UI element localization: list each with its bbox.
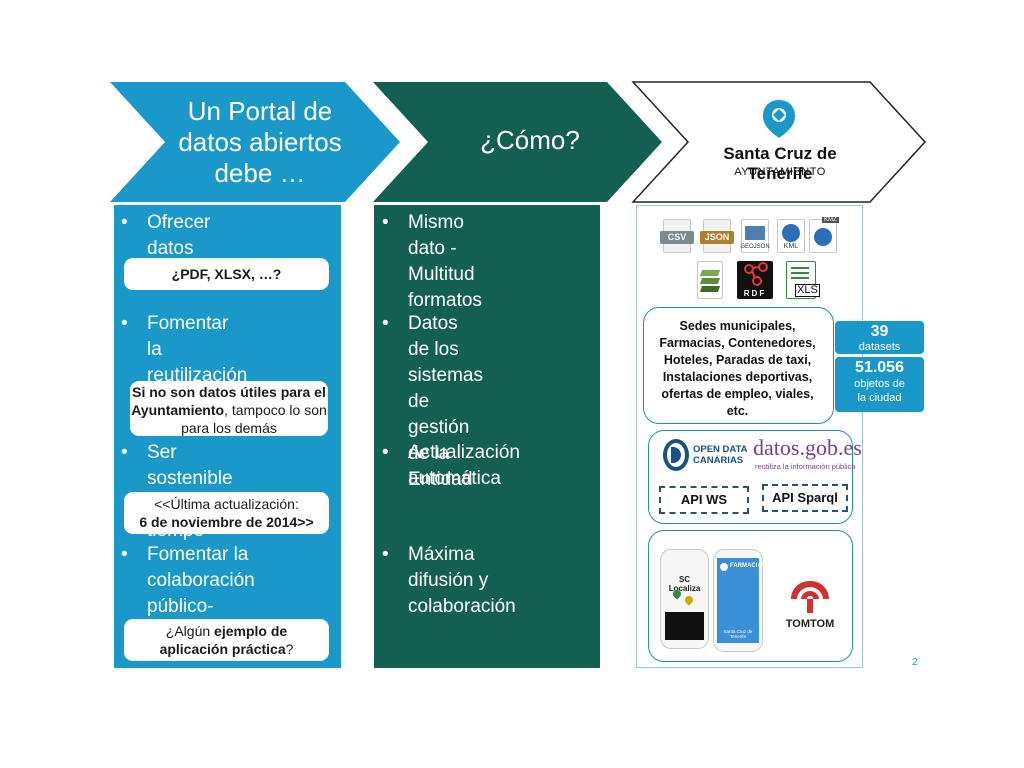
column-objectives: •Ofrecer datos “abiertos“ ¿PDF, XLSX, …?…: [114, 205, 341, 668]
datasets-list: Sedes municipales, Farmacias, Contenedor…: [659, 319, 816, 418]
kmz-file-icon: KMZ: [809, 217, 839, 253]
apps-panel: SC Localiza FARMACIAS Santa Cruz de Tene…: [648, 530, 853, 662]
header-chevrons: [110, 81, 927, 203]
api-ws-box: API WS: [659, 486, 749, 514]
santa-cruz-logo-icon: [763, 100, 795, 138]
note-usefulness: Si no son datos útiles para el Ayuntamie…: [130, 381, 328, 436]
json-file-icon: JSON: [700, 219, 734, 253]
chevron-white: [631, 81, 927, 203]
xls-file-icon: XLS: [786, 261, 820, 299]
page-number: 2: [912, 657, 918, 668]
note-example-bold2: aplicación práctica: [159, 641, 286, 657]
geojson-file-icon: GEOJSON: [740, 219, 770, 253]
farmacias-footer: Santa Cruz de Tenerife: [723, 629, 753, 639]
rdf-icon: RDF: [737, 261, 773, 299]
note-last-update-label: <<Última actualización:: [154, 496, 299, 512]
open-data-canarias-logo-icon: [663, 439, 689, 471]
col1-title: Un Portal de datos abiertos debe …: [178, 96, 342, 188]
datos-gob-tagline: reutiliza la información pública: [755, 462, 856, 471]
objects-count-badge: 51.056 objetos de la ciudad: [835, 357, 924, 412]
note-example: ¿Algún ejemplo de aplicación práctica?: [124, 619, 329, 661]
phone-screen-footer: [665, 612, 704, 640]
api-sparql-box: API Sparql: [762, 484, 848, 512]
note-last-update: <<Última actualización: 6 de noviembre de…: [124, 492, 329, 534]
tomtom-label: TOMTOM: [785, 618, 835, 630]
sc-localiza-title: SC Localiza: [668, 575, 701, 593]
datasets-count: 39: [870, 323, 889, 340]
note-usefulness-rest: , tampoco lo son para los demás: [181, 402, 327, 436]
column-how: •Mismo dato - Multitud formatos •Datos d…: [374, 205, 600, 668]
note-example-bold1: ejemplo de: [214, 623, 288, 639]
note-example-post: ?: [285, 641, 294, 657]
col2-title: ¿Cómo?: [480, 125, 580, 155]
kml-file-icon: KML: [777, 219, 805, 253]
open-data-line2: CANARIAS: [693, 455, 744, 466]
column-examples: CSV JSON GEOJSON KML KMZ RDF XLS Sedes m…: [636, 205, 863, 668]
datos-gob-logo: datos.gob.es: [753, 435, 862, 460]
datasets-panel: Sedes municipales, Farmacias, Contenedor…: [643, 307, 834, 424]
farmacias-title: FARMACIAS: [730, 563, 766, 569]
farmacias-screen: FARMACIAS Santa Cruz de Tenerife: [717, 558, 766, 643]
csv-file-icon: CSV: [660, 219, 694, 253]
cross-icon: [720, 563, 728, 571]
chevron-green: [373, 82, 662, 202]
chevron-blue: [110, 82, 400, 202]
farmacias-phone[interactable]: FARMACIAS Santa Cruz de Tenerife: [713, 549, 766, 652]
tomtom-logo-icon: [791, 581, 829, 613]
note-example-pre: ¿Algún: [165, 623, 215, 639]
datasets-label: datasets: [858, 341, 901, 353]
org-subtitle: AYUNTAMIENTO: [734, 166, 826, 178]
note-formats: ¿PDF, XLSX, …?: [124, 258, 329, 290]
datasets-count-badge: 39 datasets: [835, 321, 924, 354]
sc-localiza-phone[interactable]: SC Localiza: [660, 549, 709, 649]
map-pin-icon: [683, 594, 695, 606]
open-data-line1: OPEN DATA: [693, 444, 748, 455]
objects-count: 51.056: [855, 359, 904, 376]
note-last-update-date: 6 de noviembre de 2014>>: [139, 514, 314, 530]
map-layers-icon: [697, 261, 723, 299]
objects-label: objetos de la ciudad: [854, 378, 905, 404]
rdf-graph-icon: [744, 262, 768, 286]
org-name: Santa Cruz de Tenerife: [723, 144, 837, 183]
note-usefulness-bold: Si no son datos útiles para el Ayuntamie…: [131, 384, 326, 418]
